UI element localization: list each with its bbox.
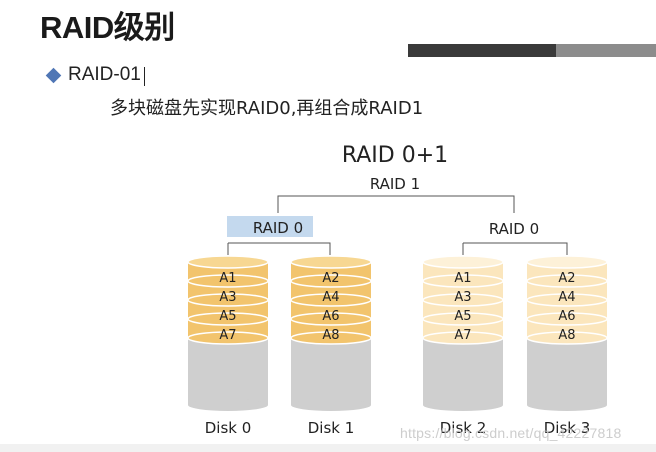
bullet-item: RAID-01	[45, 64, 141, 86]
disk-block-bottom	[422, 293, 504, 307]
disk-top	[422, 255, 504, 269]
disk-block-bottom	[290, 331, 372, 345]
disk-top	[526, 255, 608, 269]
disk-body	[527, 338, 607, 405]
block-label: A4	[322, 290, 339, 305]
block-label: A5	[454, 309, 471, 324]
disk-block-bottom	[526, 274, 608, 288]
block-label: A6	[558, 309, 575, 324]
disk-base	[291, 399, 371, 411]
title-accent-bar-dark	[408, 44, 556, 57]
block-label: A8	[558, 328, 575, 343]
slide-title: RAID级别	[40, 10, 175, 45]
disk-block-bottom	[526, 312, 608, 326]
block-label: A5	[219, 309, 236, 324]
disk-block-bottom	[422, 331, 504, 345]
disk-top	[290, 255, 372, 269]
block-label: A1	[454, 271, 471, 286]
block-label: A1	[219, 271, 236, 286]
connector-lines	[227, 195, 568, 255]
disk-block-bottom	[187, 312, 269, 326]
block-label: A2	[322, 271, 339, 286]
disk-block-bottom	[526, 331, 608, 345]
watermark-text: https://blog.csdn.net/qq_42227818	[400, 425, 622, 441]
disk-label: Disk 0	[205, 419, 252, 437]
block-label: A8	[322, 328, 339, 343]
disk-block-bottom	[290, 274, 372, 288]
block-label: A7	[219, 328, 236, 343]
disk-block-bottom	[187, 274, 269, 288]
raid0-label-right: RAID 0	[489, 220, 539, 238]
disk-label: Disk 1	[308, 419, 355, 437]
disk-body	[188, 338, 268, 405]
raid0-label-highlight	[227, 216, 313, 237]
disk-body	[291, 338, 371, 405]
disk-block-bottom	[422, 274, 504, 288]
bullet-text: RAID-01	[68, 64, 141, 85]
block-label: A3	[219, 290, 236, 305]
block-label: A3	[454, 290, 471, 305]
disk-base	[188, 399, 268, 411]
raid0-label-left: RAID 0	[253, 219, 303, 237]
diagram-title: RAID 0+1	[342, 143, 448, 168]
disk-base	[527, 399, 607, 411]
block-label: A2	[558, 271, 575, 286]
title-accent-bar-light	[556, 44, 656, 57]
disk-block-bottom	[422, 312, 504, 326]
disk-label: Disk 3	[544, 419, 591, 437]
raid1-label: RAID 1	[370, 175, 420, 193]
block-label: A4	[558, 290, 575, 305]
description-text: 多块磁盘先实现RAID0,再组合成RAID1	[110, 98, 424, 119]
disk-base	[423, 399, 503, 411]
disk-block-bottom	[187, 293, 269, 307]
block-label: A7	[454, 328, 471, 343]
disk-label: Disk 2	[440, 419, 487, 437]
disk-block-bottom	[187, 331, 269, 345]
disk-body	[423, 338, 503, 405]
bottom-strip	[0, 444, 656, 452]
block-label: A6	[322, 309, 339, 324]
text-cursor	[144, 67, 145, 86]
disk-block-bottom	[526, 293, 608, 307]
disk-block-bottom	[290, 293, 372, 307]
disk-top	[187, 255, 269, 269]
disk-block-bottom	[290, 312, 372, 326]
